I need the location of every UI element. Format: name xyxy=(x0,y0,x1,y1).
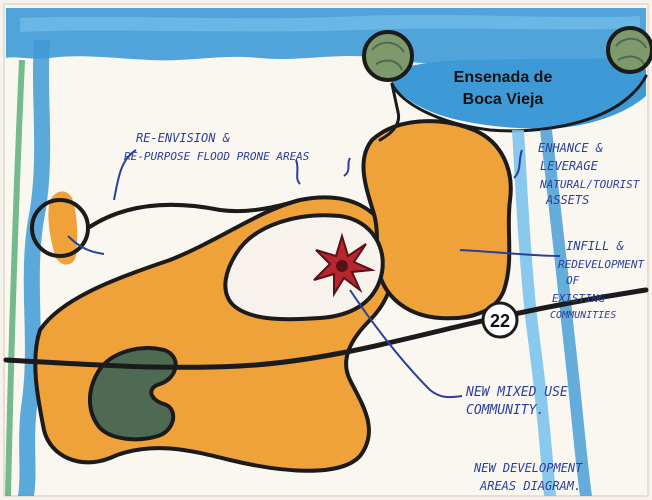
annotation-infill-line2: REDEVELOPMENT xyxy=(558,258,645,271)
annotation-diagram-title-line2: AREAS DIAGRAM. xyxy=(479,479,581,493)
annotation-reenvision-line2: RE-PURPOSE FLOOD PRONE AREAS xyxy=(124,150,310,163)
annotation-enhance-line2: LEVERAGE xyxy=(540,159,599,173)
route-22-number: 22 xyxy=(490,311,510,331)
annotation-reenvision-line1: RE-ENVISION & xyxy=(136,131,230,145)
annotation-enhance-line3: NATURAL/TOURIST xyxy=(539,178,641,191)
annotation-diagram-title-line1: NEW DEVELOPMENT xyxy=(473,461,583,475)
annotation-infill-line5: COMMUNITIES xyxy=(550,310,616,321)
route-22-marker: 22 xyxy=(483,303,517,337)
annotation-enhance-line4: ASSETS xyxy=(545,193,589,207)
annotation-enhance-line1: ENHANCE & xyxy=(538,141,603,155)
annotation-infill-line1: INFILL & xyxy=(566,239,624,253)
bay-label-line2: Boca Vieja xyxy=(463,91,544,108)
annotation-infill-line4: EXISTING xyxy=(552,292,605,305)
annotation-infill-line3: OF xyxy=(566,274,580,287)
tree-cluster-right xyxy=(608,28,652,72)
annotation-mixed-use-line1: NEW MIXED USE xyxy=(465,385,568,400)
development-area-north xyxy=(363,121,510,318)
tree-cluster-left xyxy=(364,32,412,80)
annotation-mixed-use-line2: COMMUNITY. xyxy=(466,403,544,418)
bay-label-line1: Ensenada de xyxy=(454,69,553,86)
